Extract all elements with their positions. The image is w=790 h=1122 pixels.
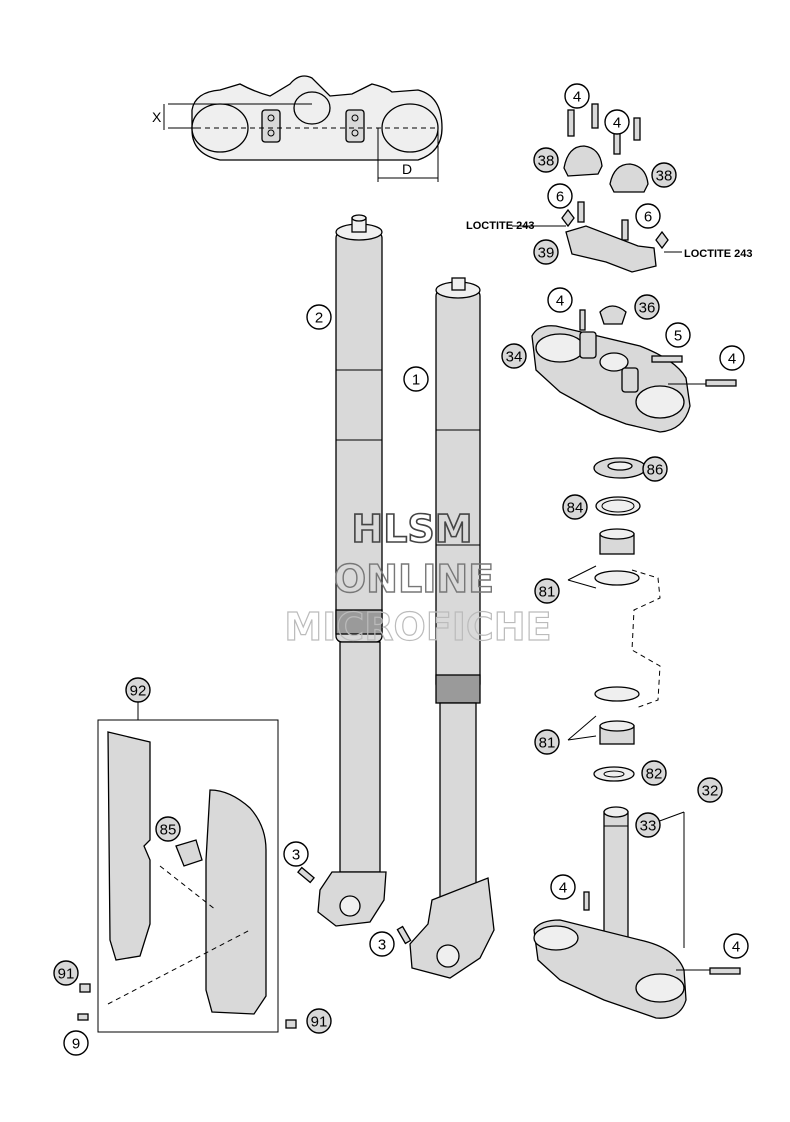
callout-bolt-4f: 4 (723, 933, 749, 959)
callout-label: 4 (728, 351, 736, 368)
callout-screw-4b: 4 (604, 109, 630, 135)
triple-clamp-dimension-detail: X D (152, 75, 443, 182)
callout-label: 39 (538, 245, 555, 262)
callout-seal-82: 82 (641, 760, 667, 786)
dimension-d-label: D (402, 161, 412, 177)
callout-bracket-39: 39 (533, 239, 559, 265)
callout-bearing-81b: 81 (534, 729, 560, 755)
callout-label: 38 (656, 168, 673, 185)
fork-leg-left-outer (409, 277, 495, 979)
callout-label: 34 (506, 349, 523, 366)
callout-label: 3 (378, 937, 386, 954)
watermark-line-2: ONLINE (334, 557, 494, 601)
axle-pinch-screws (297, 866, 412, 945)
callout-bearing-81a: 81 (534, 578, 560, 604)
callout-crown-34: 34 (501, 343, 527, 369)
callout-screw-3a: 3 (283, 841, 309, 867)
callout-bolt-4d: 4 (719, 345, 745, 371)
watermark-line-3: MICROFICHE (284, 605, 551, 649)
callout-label: 4 (732, 939, 740, 956)
callout-fork-left: 1 (403, 366, 429, 392)
lower-triple-clamp-with-stem (533, 806, 741, 1019)
callout-screw-4c: 4 (547, 287, 573, 313)
callout-label: 3 (292, 847, 300, 864)
callout-fork-right: 2 (306, 304, 332, 330)
callout-label: 33 (640, 818, 657, 835)
callout-label: 4 (556, 293, 564, 310)
callout-label: 81 (539, 735, 556, 752)
callout-screw-3b: 3 (369, 931, 395, 957)
callout-screw-4e: 4 (550, 874, 576, 900)
callout-clip-85: 85 (155, 816, 181, 842)
callout-clamp-38a: 38 (533, 147, 559, 173)
callout-label: 38 (538, 153, 555, 170)
callout-stem-32: 32 (697, 777, 723, 803)
callout-label: 81 (539, 584, 556, 601)
callout-screw-91b: 91 (306, 1008, 332, 1034)
watermark: HLSM ONLINE MICROFICHE (284, 506, 552, 649)
callout-label: 86 (647, 462, 664, 479)
callout-label: 4 (559, 880, 567, 897)
watermark-line-1: HLSM (351, 507, 472, 551)
callout-bolt-5: 5 (665, 322, 691, 348)
callout-label: 6 (556, 189, 564, 206)
callout-label: 4 (613, 115, 621, 132)
callout-label: 85 (160, 822, 177, 839)
loctite-note-right: LOCTITE 243 (684, 248, 752, 260)
fork-leg-right-outer (317, 214, 387, 927)
callout-label: 1 (412, 372, 420, 389)
callout-label: 92 (130, 683, 147, 700)
callout-screw-91a: 91 (53, 960, 79, 986)
callout-nut-36: 36 (634, 294, 660, 320)
callout-label: 2 (315, 310, 323, 327)
steering-bearing-parts (567, 457, 661, 782)
loctite-note-left: LOCTITE 243 (466, 220, 534, 232)
fork-guard-assembly (77, 700, 297, 1033)
callout-label: 32 (702, 783, 719, 800)
callout-label: 91 (58, 966, 75, 983)
callout-label: 9 (72, 1036, 80, 1053)
callout-washer-86: 86 (642, 456, 668, 482)
callout-screw-9: 9 (63, 1030, 89, 1056)
callout-clamp-38b: 38 (651, 162, 677, 188)
callout-label: 82 (646, 766, 663, 783)
dimension-x-label: X (152, 109, 162, 125)
callout-label: 84 (567, 500, 584, 517)
callout-screw-4a: 4 (564, 83, 590, 109)
callout-label: 36 (639, 300, 656, 317)
callout-label: 4 (573, 89, 581, 106)
callout-label: 5 (674, 328, 682, 345)
callout-screw-6b: 6 (635, 203, 661, 229)
upper-clamp-hardware (512, 103, 682, 273)
callout-label: 6 (644, 209, 652, 226)
callout-guard-92: 92 (125, 677, 151, 703)
callout-stem-33: 33 (635, 812, 661, 838)
upper-triple-clamp (531, 305, 737, 433)
callout-screw-6a: 6 (547, 183, 573, 209)
callout-seal-84: 84 (562, 494, 588, 520)
callout-label: 91 (311, 1014, 328, 1031)
